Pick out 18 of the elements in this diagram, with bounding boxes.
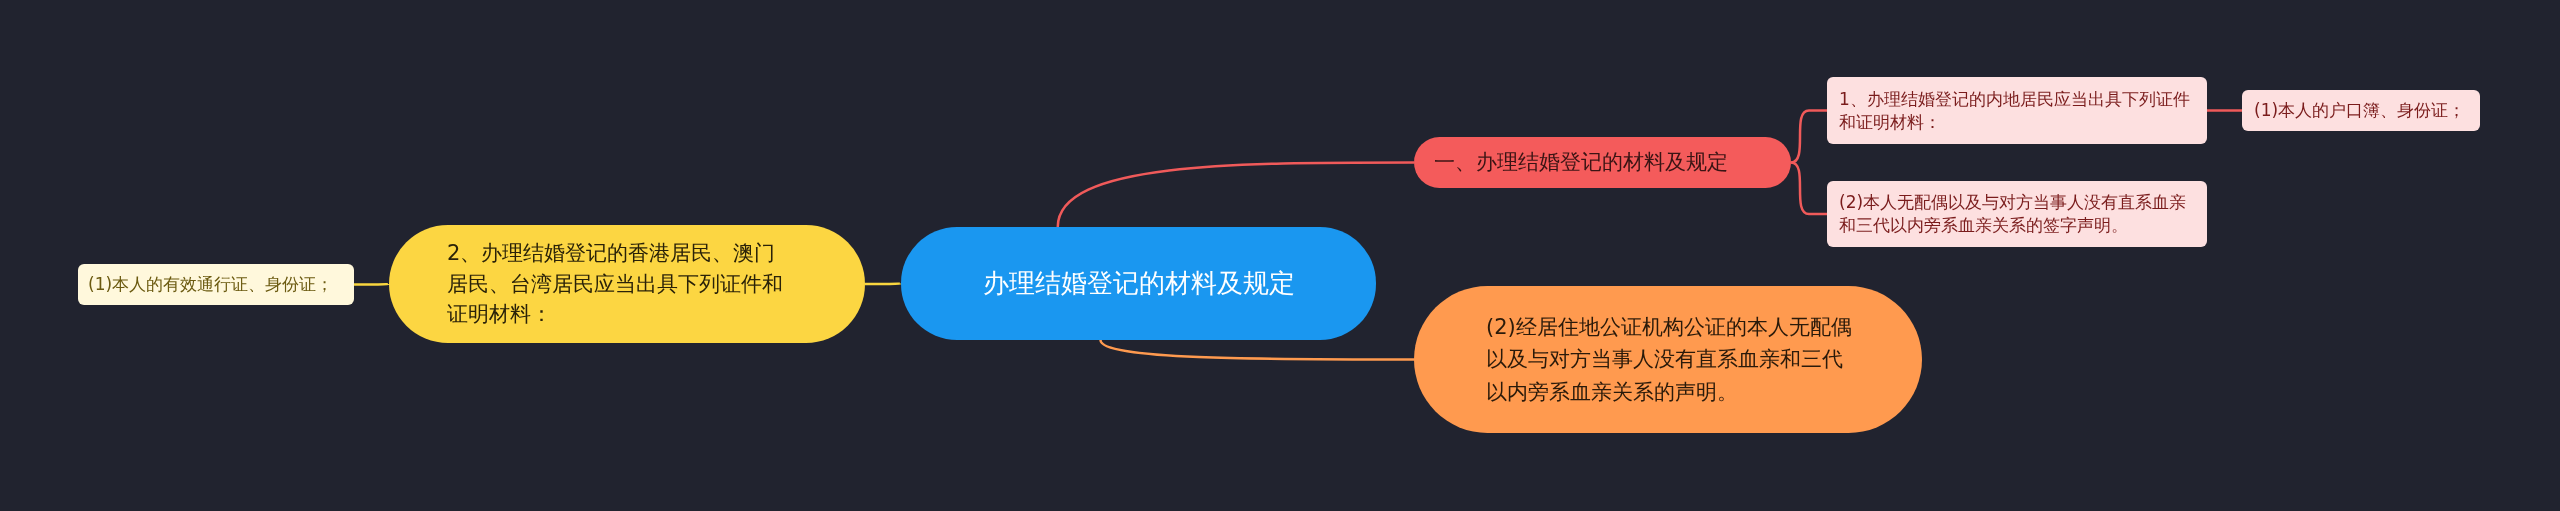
topic-text: (2)经居住地公证机构公证的本人无配偶以及与对方当事人没有直系血亲和三代以内旁系血亲关系的声明。 [1486, 313, 1853, 406]
topic-node [2242, 90, 2480, 131]
connector-line [2207, 109, 2242, 112]
topic-node [1414, 137, 1791, 188]
topic-text: (2)本人无配偶以及与对方当事人没有直系血亲和三代以内旁系血亲关系的签字声明。 [1839, 191, 2188, 237]
topic-text: 一、办理结婚登记的材料及规定 [1434, 148, 1729, 176]
topic-text: (1)本人的户口簿、身份证； [2254, 99, 2467, 122]
topic-node [1827, 181, 2207, 247]
connector-line [1056, 161, 1414, 228]
topic-node [78, 264, 354, 305]
topic-text: 2、办理结婚登记的香港居民、澳门居民、台湾居民应当出具下列证件和证明材料： [447, 240, 784, 329]
topic-text: 办理结婚登记的材料及规定 [981, 267, 1296, 300]
connector-line [354, 282, 390, 286]
topic-text: (1)本人的有效通行证、身份证； [88, 272, 335, 296]
topic-node [1827, 77, 2207, 144]
connector-line [1099, 339, 1414, 361]
topic-text: 1、办理结婚登记的内地居民应当出具下列证件和证明材料： [1839, 87, 2191, 134]
connector-line [865, 282, 902, 286]
